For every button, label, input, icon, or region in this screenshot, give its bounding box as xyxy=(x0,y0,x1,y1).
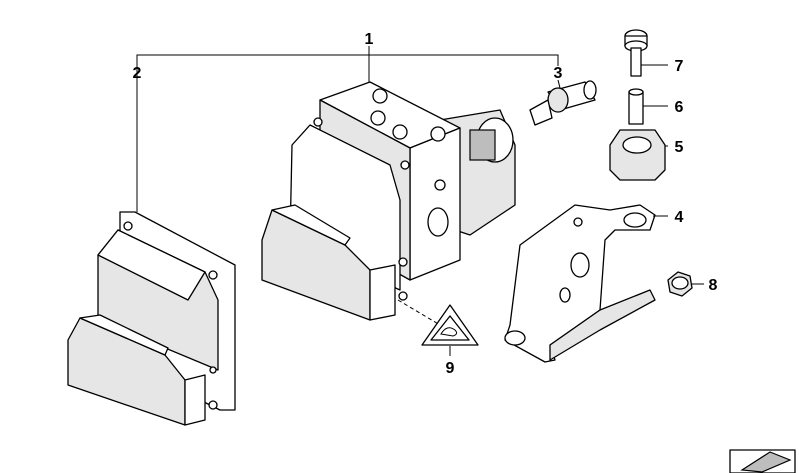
abs-hydraulic-unit-icon xyxy=(261,81,516,321)
callout-4: 4 xyxy=(675,209,684,226)
callout-8: 8 xyxy=(709,277,718,294)
mounting-bracket-icon xyxy=(504,204,668,363)
callout-5: 5 xyxy=(675,139,684,156)
callout-1: 1 xyxy=(365,31,374,48)
warning-label-icon xyxy=(421,304,479,356)
abs-control-module-icon xyxy=(67,211,236,426)
callout-9: 9 xyxy=(446,360,455,377)
callout-3: 3 xyxy=(554,65,563,82)
arrow-corner-icon xyxy=(729,449,796,473)
callout-6: 6 xyxy=(675,99,684,116)
bolt-icon xyxy=(624,29,668,77)
label-leader xyxy=(397,299,441,326)
spacer-sleeve-icon xyxy=(628,88,668,125)
callout-7: 7 xyxy=(675,58,684,75)
pressure-sensor-icon xyxy=(529,79,597,126)
callout-2: 2 xyxy=(133,65,142,82)
hex-bolt-icon xyxy=(667,271,704,297)
callout-bracket xyxy=(136,46,559,212)
rubber-mount-icon xyxy=(609,129,668,181)
